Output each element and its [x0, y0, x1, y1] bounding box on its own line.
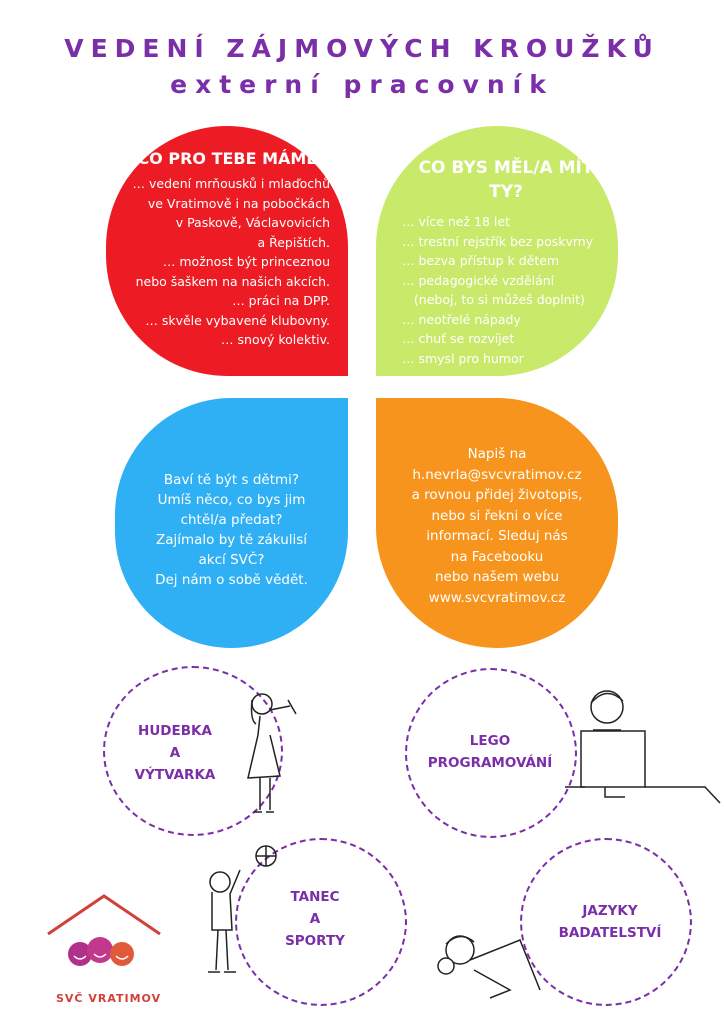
question-petal: Baví tě být s dětmi? Umíš něco, co bys j…	[115, 398, 348, 648]
requirements-petal: CO BYS MĚL/A MÍT TY? … více než 18 let ……	[376, 126, 618, 376]
activity-circle-dance-sport	[235, 838, 407, 1006]
question-line: Baví tě být s dětmi?	[163, 472, 300, 488]
question-line: Dej nám o sobě vědět.	[155, 572, 308, 588]
offer-line: … práci na DPP.	[232, 293, 330, 308]
logo-text: SVČ VRATIMOV	[56, 992, 162, 1005]
question-line: akcí SVČ?	[198, 552, 265, 568]
label-line: A	[309, 911, 321, 927]
activity-label-languages: JAZYKY BADATELSTVÍ	[530, 900, 690, 944]
contact-line: na Facebooku	[450, 548, 544, 565]
label-line: TANEC	[290, 889, 340, 905]
activity-label-music-art: HUDEBKA A VÝTVARKA	[120, 720, 230, 786]
boy-computer-illustration	[565, 690, 721, 804]
requirement-line: … trestní rejstřík bez poskvrny	[402, 233, 594, 249]
requirements-heading: CO BYS MĚL/A MÍT TY?	[418, 158, 594, 202]
activity-label-dance-sport: TANEC A SPORTY	[275, 886, 355, 952]
boy-basketball-illustration	[208, 845, 277, 973]
label-line: A	[169, 745, 181, 761]
requirement-line: … chuť se rozvíjet	[402, 331, 515, 346]
offer-line: a Řepištích.	[257, 234, 330, 250]
label-line: BADATELSTVÍ	[558, 925, 662, 941]
activity-circle-music-art	[103, 666, 283, 836]
requirement-line: … pedagogické vzdělání	[402, 272, 555, 288]
contact-line: Napiš na	[467, 446, 527, 462]
offer-line: … vedení mrňousků i mlaďochů	[132, 176, 330, 191]
page-subtitle: externí pracovník	[170, 70, 554, 99]
label-line: VÝTVARKA	[134, 767, 216, 783]
contact-line: a rovnou přidej životopis,	[411, 487, 583, 503]
offer-line: nebo šaškem na našich akcích.	[135, 273, 330, 289]
contact-website[interactable]: www.svcvratimov.cz	[428, 589, 566, 606]
requirement-line: (neboj, to si můžeš doplnit)	[402, 292, 585, 307]
activity-circle-lego	[405, 668, 577, 838]
contact-line: nebo našem webu	[434, 569, 560, 585]
offer-line: v Paskově, Václavovicích	[175, 215, 330, 230]
activity-circle-languages	[520, 838, 692, 1006]
requirement-line: … smysl pro humor	[402, 350, 524, 366]
boy-magnifier-illustration	[437, 935, 541, 999]
activity-label-lego: LEGO PROGRAMOVÁNÍ	[405, 730, 575, 774]
offer-line: … snový kolektiv.	[221, 332, 330, 347]
question-line: Umíš něco, co bys jim	[157, 492, 306, 508]
requirement-line: … více než 18 let	[402, 214, 510, 229]
svc-vratimov-logo	[47, 894, 161, 966]
page-title: VEDENÍ ZÁJMOVÝCH KROUŽKŮ	[64, 34, 660, 63]
label-line: HUDEBKA	[138, 723, 212, 739]
girl-trumpet-illustration	[247, 693, 297, 813]
label-line: SPORTY	[285, 933, 345, 949]
contact-petal: Napiš na h.nevrla@svcvratimov.cz a rovno…	[376, 398, 618, 648]
offer-line: … skvěle vybavené klubovny.	[145, 312, 330, 328]
requirement-line: … bezva přístup k dětem	[402, 253, 560, 268]
offer-line: … možnost být princeznou	[162, 254, 330, 269]
label-line: LEGO	[469, 733, 511, 749]
question-line: chtěl/a předat?	[180, 512, 283, 528]
contact-line: nebo si řekni o více	[431, 507, 563, 524]
offer-line: ve Vratimově i na pobočkách	[147, 195, 330, 211]
offer-heading: CO PRO TEBE MÁME?	[137, 149, 327, 168]
contact-line: informací. Sleduj nás	[426, 528, 568, 544]
question-line: Zajímalo by tě zákulisí	[155, 532, 308, 548]
label-line: JAZYKY	[582, 903, 638, 919]
requirement-line: … neotřelé nápady	[402, 311, 521, 327]
label-line: PROGRAMOVÁNÍ	[427, 755, 553, 771]
contact-email[interactable]: h.nevrla@svcvratimov.cz	[412, 466, 582, 483]
offer-petal: CO PRO TEBE MÁME? … vedení mrňousků i ml…	[106, 126, 348, 376]
